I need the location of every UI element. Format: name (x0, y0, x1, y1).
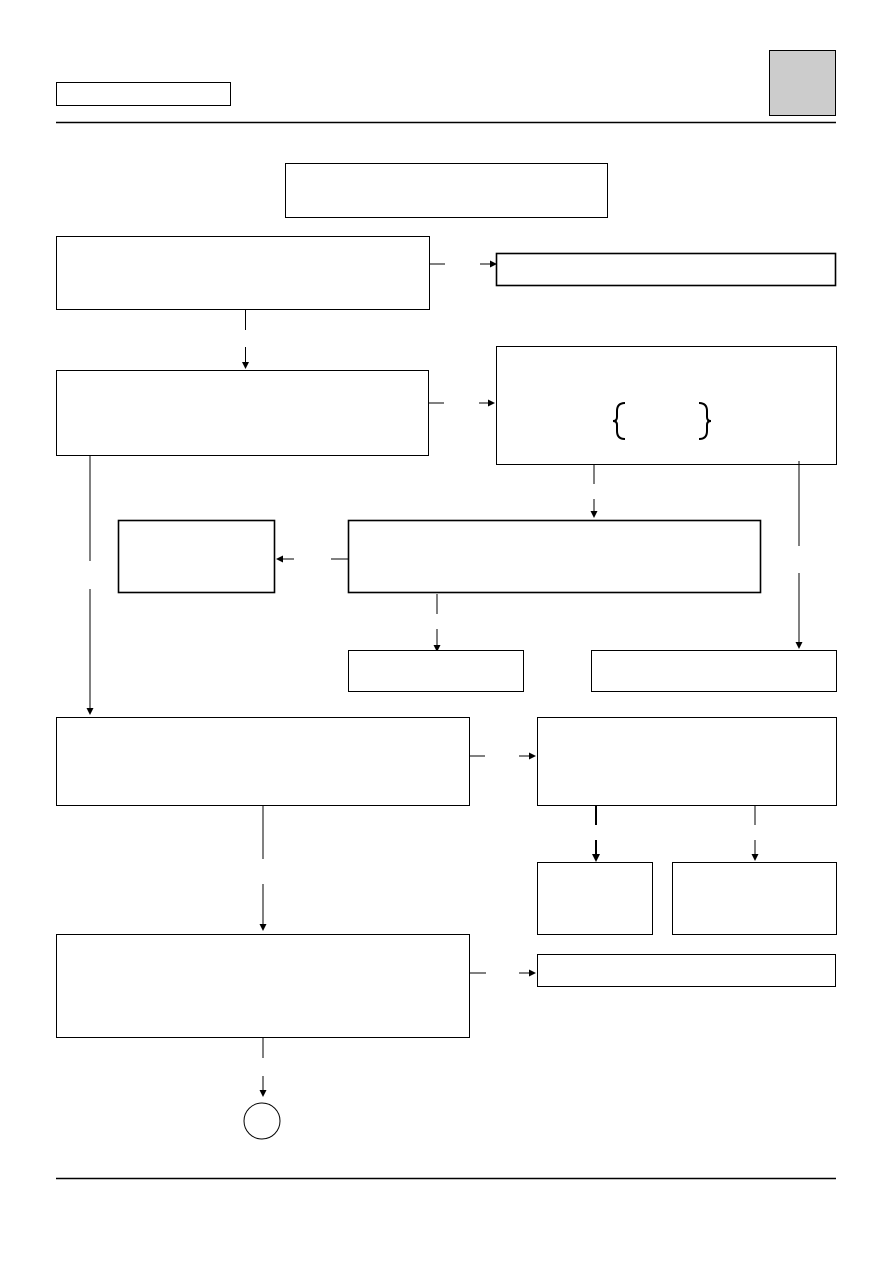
step2-box (56, 370, 429, 456)
branch-right-result-box (591, 650, 837, 692)
section-tab (769, 50, 836, 116)
right-brace-icon (698, 402, 712, 440)
page-connector-circle (243, 1102, 281, 1140)
start-box (285, 163, 608, 218)
step3-no-arrowhead (259, 924, 267, 931)
step1-box (56, 236, 430, 310)
step4-yes-arrowhead (529, 969, 536, 977)
result-center-arrowhead (590, 511, 598, 518)
step3-result-box (537, 717, 837, 806)
step1-result-box (495, 252, 837, 287)
step1-yes-arrowhead (490, 260, 497, 268)
header-label-box (56, 82, 231, 106)
step3-result-b-arrowhead (751, 854, 759, 861)
step3-result-a-arrowhead (592, 854, 600, 862)
result-right-arrowhead (795, 642, 803, 649)
step3-result-b-box (672, 862, 837, 935)
step2-no-arrowhead (86, 708, 94, 715)
step3-result-a-box (537, 862, 653, 935)
step4-box (56, 934, 470, 1038)
step2-yes-arrowhead (488, 399, 495, 407)
branch-center-result-box (348, 650, 524, 692)
branch-down-arrowhead (433, 645, 441, 652)
branch-center-box (347, 519, 762, 594)
step3-box (56, 717, 470, 806)
step4-result-box (537, 954, 836, 987)
left-brace-icon (612, 402, 626, 440)
step3-yes-arrowhead (529, 752, 536, 760)
branch-left-arrowhead (276, 555, 283, 563)
step2-result-box (496, 346, 837, 465)
branch-left-box (117, 519, 276, 594)
step1-no-arrowhead (242, 362, 249, 369)
step4-no-arrowhead (259, 1090, 267, 1097)
